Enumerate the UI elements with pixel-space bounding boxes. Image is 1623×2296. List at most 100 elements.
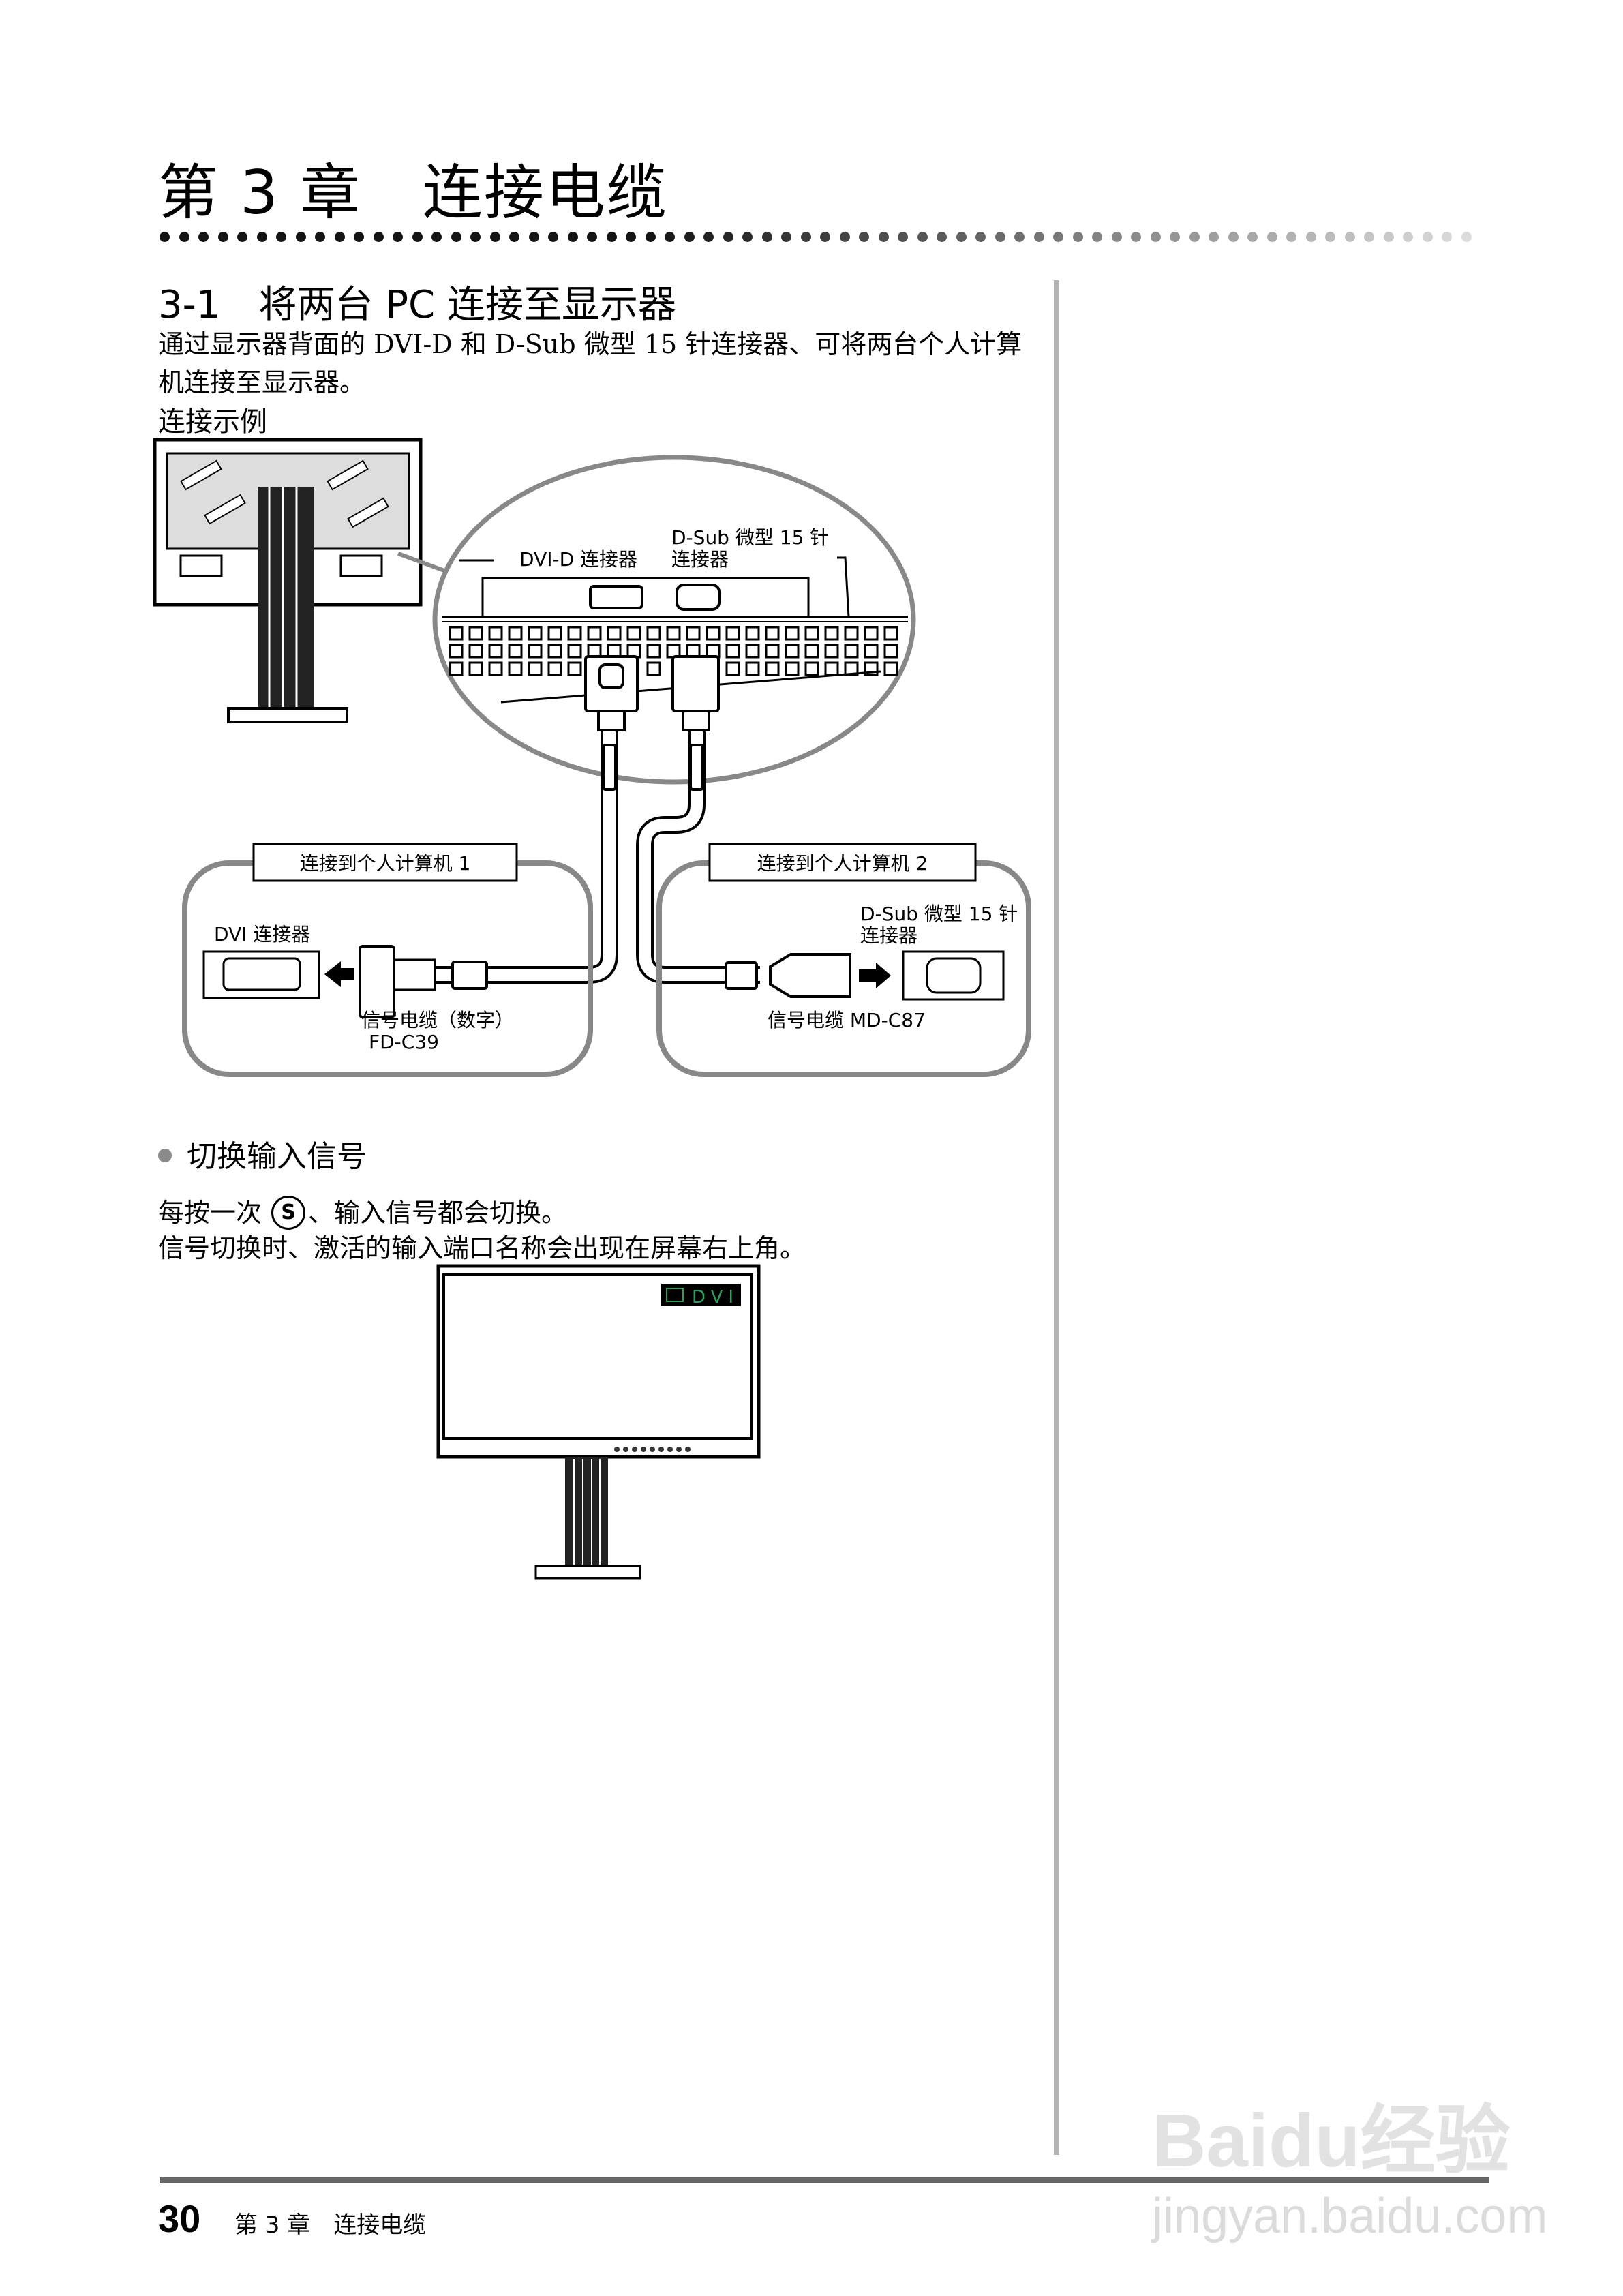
front-control-button bbox=[658, 1447, 664, 1452]
divider-dot bbox=[354, 232, 364, 242]
divider-dot bbox=[179, 232, 189, 242]
front-control-button bbox=[676, 1447, 682, 1452]
divider-dot bbox=[528, 232, 539, 242]
vent-slot bbox=[488, 644, 503, 659]
footer-rule bbox=[160, 2177, 1489, 2183]
divider-dot bbox=[800, 232, 811, 242]
vent-slot bbox=[765, 644, 780, 659]
watermark-url: jingyan.baidu.com bbox=[1152, 2189, 1548, 2244]
vent-slot bbox=[864, 644, 879, 659]
divider-dot bbox=[334, 232, 345, 242]
front-control-button bbox=[614, 1447, 620, 1452]
divider-dot bbox=[1422, 232, 1433, 242]
dsub-cable-plug bbox=[769, 953, 851, 998]
vent-slot bbox=[725, 661, 740, 676]
front-control-button bbox=[623, 1447, 628, 1452]
divider-dot bbox=[606, 232, 617, 242]
pc1-title: 连接到个人计算机 1 bbox=[300, 852, 471, 875]
divider-dot bbox=[1442, 232, 1452, 242]
divider-dot bbox=[1344, 232, 1355, 242]
vent-slot bbox=[844, 644, 859, 659]
pc2-connector-label-2: 连接器 bbox=[860, 924, 917, 947]
front-control-button bbox=[641, 1447, 646, 1452]
vent-slot bbox=[883, 661, 898, 676]
signal-icon bbox=[666, 1288, 684, 1302]
divider-dot bbox=[256, 232, 267, 242]
text: 、输入信号都会切换。 bbox=[308, 1198, 568, 1228]
vent-slot bbox=[567, 661, 582, 676]
pc1-connector-label: DVI 连接器 bbox=[214, 923, 310, 946]
vent-slot bbox=[449, 626, 464, 641]
vent-slot bbox=[883, 626, 898, 641]
divider-dot bbox=[1131, 232, 1141, 242]
divider-dot bbox=[217, 232, 228, 242]
divider-dot bbox=[1014, 232, 1025, 242]
vent-slot bbox=[745, 626, 760, 641]
vent-slot bbox=[824, 644, 839, 659]
switch-input-line1: 每按一次 S、输入信号都会切换。 bbox=[158, 1192, 567, 1233]
divider-dot bbox=[1364, 232, 1374, 242]
ferrite-core bbox=[602, 744, 617, 791]
vent-slot bbox=[804, 626, 819, 641]
divider-dot bbox=[1092, 232, 1102, 242]
arrow-left-icon bbox=[324, 961, 354, 987]
text: 每按一次 bbox=[158, 1198, 262, 1228]
divider-dot bbox=[975, 232, 986, 242]
pc1-panel: 连接到个人计算机 1 DVI 连接器 信号电缆（数字） FD-C39 bbox=[182, 843, 593, 1077]
switch-input-heading: 切换输入信号 bbox=[158, 1132, 367, 1175]
divider-dot bbox=[412, 232, 423, 242]
osd-label: DVI bbox=[692, 1287, 739, 1308]
pc1-cable-label: 信号电缆（数字） bbox=[361, 1009, 514, 1031]
vent-slot bbox=[508, 644, 523, 659]
divider-dot bbox=[645, 232, 656, 242]
vent-slot bbox=[646, 644, 661, 659]
divider-dot bbox=[1461, 232, 1472, 242]
page-number: 30 bbox=[158, 2197, 201, 2240]
vent-slot bbox=[785, 661, 800, 676]
divider-dot bbox=[839, 232, 850, 242]
vent-slot bbox=[488, 661, 503, 676]
intro-paragraph-line1: 通过显示器背面的 DVI-D 和 D-Sub 微型 15 针连接器、可将两台个人… bbox=[158, 329, 1022, 359]
vent-slot bbox=[468, 626, 483, 641]
vent-slot bbox=[824, 661, 839, 676]
front-control-button bbox=[632, 1447, 637, 1452]
divider-dot bbox=[684, 232, 695, 242]
divider-dot bbox=[1247, 232, 1258, 242]
vent-slot bbox=[449, 644, 464, 659]
vent-slot bbox=[745, 644, 760, 659]
vent-slot bbox=[607, 626, 622, 641]
divider-dot bbox=[1170, 232, 1180, 242]
vent-slot bbox=[824, 626, 839, 641]
vent-slot bbox=[765, 626, 780, 641]
divider-dot bbox=[1072, 232, 1083, 242]
vent-slot bbox=[646, 661, 661, 676]
intro-paragraph-line2: 机连接至显示器。 bbox=[158, 367, 366, 397]
vent-slot bbox=[587, 626, 602, 641]
divider-dot bbox=[393, 232, 403, 242]
arrow-right-icon bbox=[859, 963, 891, 988]
vent-slot bbox=[468, 644, 483, 659]
vent-slot bbox=[785, 626, 800, 641]
divider-dot bbox=[742, 232, 753, 242]
divider-dot bbox=[198, 232, 209, 242]
s-button-icon: S bbox=[271, 1195, 306, 1230]
divider-dot bbox=[995, 232, 1005, 242]
pc2-title: 连接到个人计算机 2 bbox=[757, 852, 928, 875]
divider-dot bbox=[820, 232, 830, 242]
dvi-cable-plug bbox=[359, 945, 395, 1018]
vent-slot bbox=[804, 644, 819, 659]
pc1-cable-model: FD-C39 bbox=[369, 1031, 439, 1053]
front-control-button bbox=[685, 1447, 691, 1452]
divider-dot bbox=[1053, 232, 1063, 242]
vent-slot bbox=[666, 626, 681, 641]
dotted-divider bbox=[160, 232, 1482, 247]
callout-dvi-label: DVI-D 连接器 bbox=[519, 548, 637, 571]
divider-dot bbox=[1228, 232, 1239, 242]
vent-slot bbox=[725, 644, 740, 659]
divider-dot bbox=[1033, 232, 1044, 242]
vent-slot bbox=[785, 644, 800, 659]
bullet-icon bbox=[158, 1149, 172, 1162]
divider-dot bbox=[1305, 232, 1316, 242]
divider-dot bbox=[373, 232, 384, 242]
